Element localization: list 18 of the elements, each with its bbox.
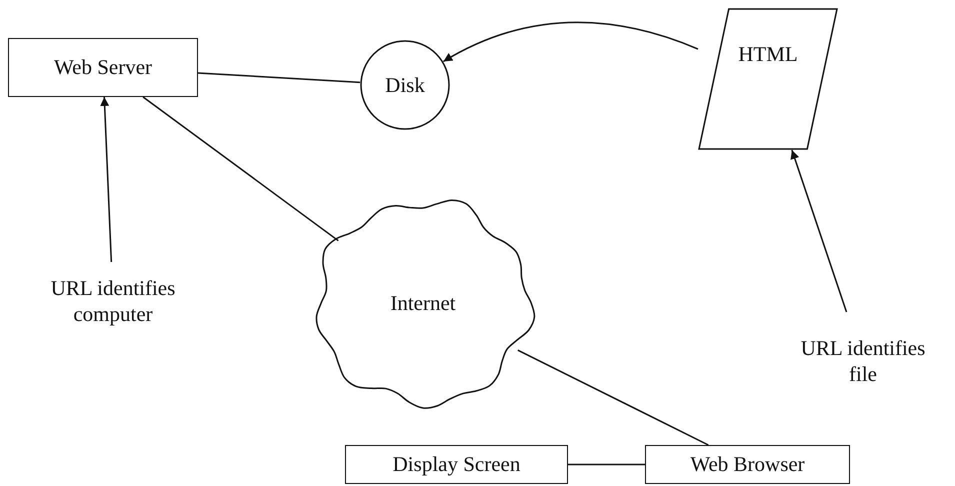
arrow <box>100 96 112 262</box>
note-text: URL identifies file <box>800 334 926 388</box>
display-box <box>345 445 568 484</box>
server-box <box>8 38 198 97</box>
connector-line <box>518 350 709 446</box>
browser-box <box>645 445 850 484</box>
connector-line <box>568 464 645 466</box>
node-label: Internet <box>390 290 456 316</box>
connector-line <box>142 96 339 242</box>
node-label: Display Screen <box>392 451 520 478</box>
arrow <box>443 22 698 62</box>
arrow <box>790 150 848 312</box>
connector-line <box>198 72 360 84</box>
node-label: Disk <box>385 72 425 98</box>
node-label: Web Server <box>54 54 152 81</box>
note-text: URL identifies computer <box>50 274 176 328</box>
node-label: HTML <box>738 40 798 68</box>
node-label: Web Browser <box>690 451 805 478</box>
